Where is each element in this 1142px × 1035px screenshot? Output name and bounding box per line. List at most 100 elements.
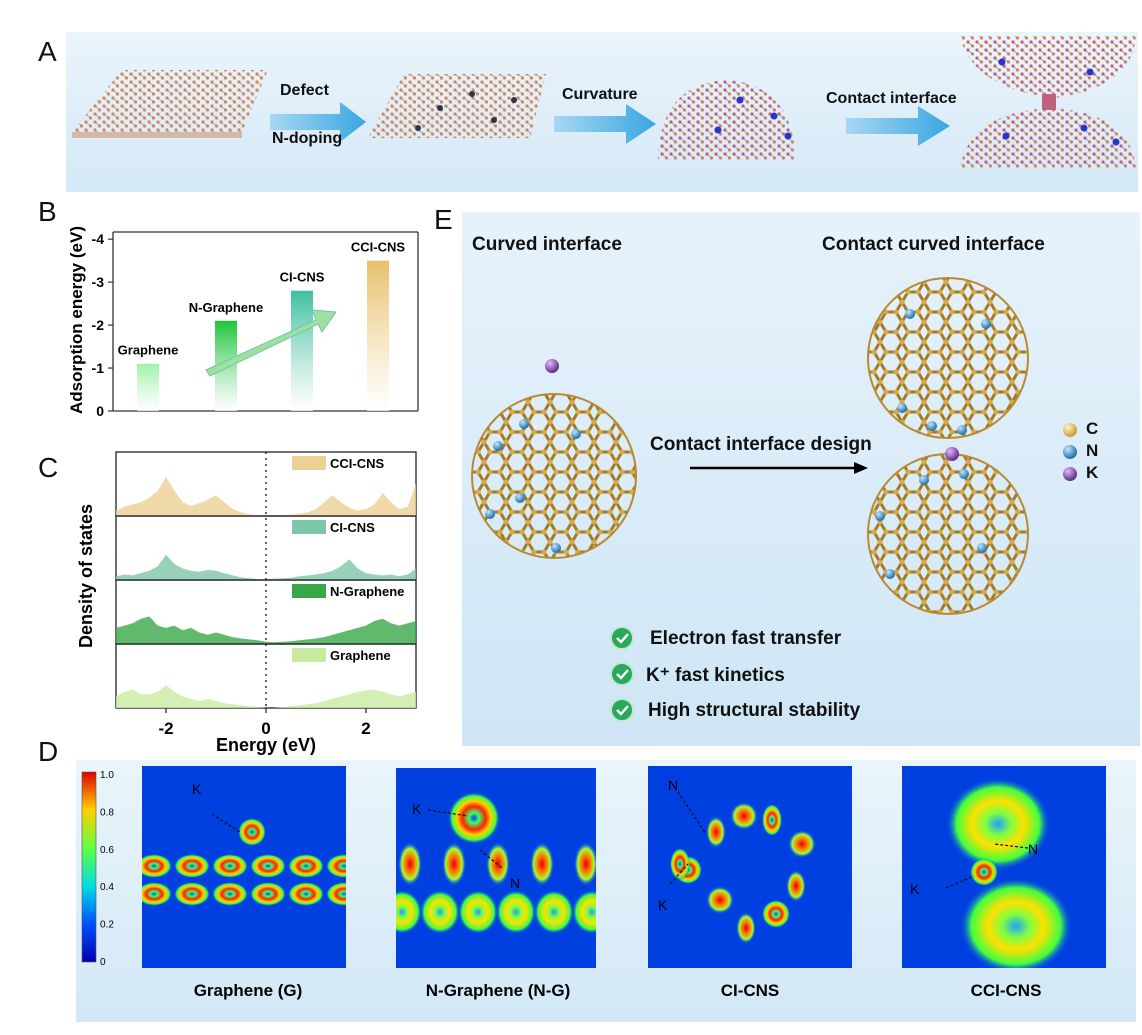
- graphene-sheet: [72, 70, 268, 132]
- legend-swatch: [292, 648, 326, 662]
- bar: [291, 290, 313, 411]
- feature-3: High structural stability: [648, 700, 861, 721]
- legend-label: CI-CNS: [330, 520, 375, 535]
- density-blob: [326, 882, 346, 906]
- density-blob: [288, 882, 324, 906]
- arrow-defect: [270, 102, 366, 142]
- legend-label: Graphene: [330, 648, 391, 663]
- dos-area: [116, 685, 416, 708]
- density-blob: [530, 842, 554, 886]
- density-blob: [174, 882, 210, 906]
- title-curved-interface: Curved interface: [472, 234, 622, 255]
- density-blob: [730, 802, 758, 830]
- caption-ci-cns: CI-CNS: [721, 981, 780, 1000]
- x-axis-label: Energy (eV): [216, 735, 316, 755]
- feature-1: Electron fast transfer: [650, 628, 842, 649]
- panel-e-illustration: [471, 277, 1077, 722]
- density-blob: [534, 890, 574, 934]
- density-map-ci-cns: [648, 766, 852, 968]
- panel-d-maps: 1.00.80.60.40.20 K: [81, 766, 1106, 1000]
- density-blob: [762, 804, 782, 836]
- contact-bottom-sphere: [960, 108, 1136, 168]
- density-blob: [212, 854, 248, 878]
- title-contact-curved-interface: Contact curved interface: [822, 234, 1045, 255]
- panel-label-b: B: [38, 196, 57, 227]
- legend-label: CCI-CNS: [330, 456, 384, 471]
- curved-dome: [658, 80, 796, 160]
- y-axis-label: Adsorption energy (eV): [67, 226, 86, 414]
- label-defect: Defect: [280, 82, 329, 99]
- mark-k-g: K: [192, 781, 202, 797]
- legend-label-k: K: [1086, 463, 1099, 482]
- colorbar-tick: 0.4: [100, 882, 114, 893]
- panel-a-schematic: Defect N-doping Curvature Contact interf…: [66, 32, 1138, 192]
- label-curvature: Curvature: [562, 86, 638, 103]
- doped-sheet: [368, 74, 546, 138]
- y-axis-label: Density of states: [76, 504, 96, 648]
- density-map-n-graphene: [396, 768, 596, 968]
- caption-graphene: Graphene (G): [194, 981, 303, 1000]
- y-tick-label: -2: [92, 317, 105, 333]
- mark-k-cci: K: [910, 881, 920, 897]
- bar-label: Graphene: [118, 343, 179, 358]
- k-atom: [545, 359, 559, 373]
- density-map-cci-cns: [902, 766, 1106, 968]
- legend-label-n: N: [1086, 441, 1099, 460]
- y-tick-label: -4: [92, 231, 105, 247]
- colorbar-tick: 0.6: [100, 845, 114, 856]
- density-blob: [396, 890, 422, 934]
- dos-area: [116, 476, 416, 516]
- density-blob: [572, 890, 596, 934]
- legend-label-c: C: [1086, 419, 1099, 438]
- density-blob: [706, 816, 726, 848]
- density-blob: [250, 854, 286, 878]
- k-atom-contact: [945, 447, 959, 461]
- density-map-graphene: [142, 766, 346, 968]
- label-n-doping: N-doping: [272, 130, 343, 147]
- check-icon: [610, 698, 634, 722]
- colorbar-tick: 0.2: [100, 920, 114, 931]
- contact-top-cage: [867, 277, 1029, 439]
- panel-label-e: E: [434, 204, 453, 235]
- label-contact-interface-design: Contact interface design: [650, 434, 872, 455]
- density-blob: [212, 882, 248, 906]
- density-blob: [250, 882, 286, 906]
- mark-k-ci: K: [658, 897, 668, 913]
- bar: [137, 363, 159, 411]
- legend-swatch: [292, 456, 326, 470]
- density-blob: [574, 842, 596, 886]
- density-blob: [670, 848, 690, 880]
- panel-label-c: C: [38, 452, 59, 483]
- dos-area: [116, 554, 416, 580]
- density-blob: [142, 882, 172, 906]
- mark-n-ng: N: [510, 875, 520, 891]
- y-tick-label: -3: [92, 274, 105, 290]
- colorbar-tick: 0: [100, 957, 106, 968]
- curved-cage: [471, 393, 637, 559]
- density-blob: [496, 890, 536, 934]
- check-icon: [610, 626, 634, 650]
- colorbar: [81, 771, 97, 963]
- panel-a-illustration: [72, 36, 1136, 168]
- arrow-contact: [846, 106, 950, 146]
- legend-n-ball: [1063, 445, 1077, 459]
- legend-swatch: [292, 520, 326, 534]
- bar-label: CCI-CNS: [351, 240, 405, 255]
- panel-label-a: A: [38, 36, 57, 67]
- contact-bottom-cage: [867, 453, 1029, 615]
- bar-label: CI-CNS: [280, 270, 325, 285]
- y-tick-label: 0: [96, 403, 104, 419]
- label-contact-interface: Contact interface: [826, 90, 957, 107]
- density-blob: [786, 870, 806, 902]
- legend-swatch: [292, 584, 326, 598]
- trend-arrow: [205, 309, 337, 377]
- arrow-curvature: [554, 104, 656, 144]
- dos-area: [116, 616, 416, 644]
- panel-e-schematic: Curved interface Contact curved interfac…: [462, 212, 1140, 746]
- bar: [367, 260, 389, 411]
- legend-c-ball: [1063, 423, 1077, 437]
- caption-cci-cns: CCI-CNS: [971, 981, 1042, 1000]
- mark-n-cci: N: [1028, 841, 1038, 857]
- colorbar-tick: 1.0: [100, 770, 114, 781]
